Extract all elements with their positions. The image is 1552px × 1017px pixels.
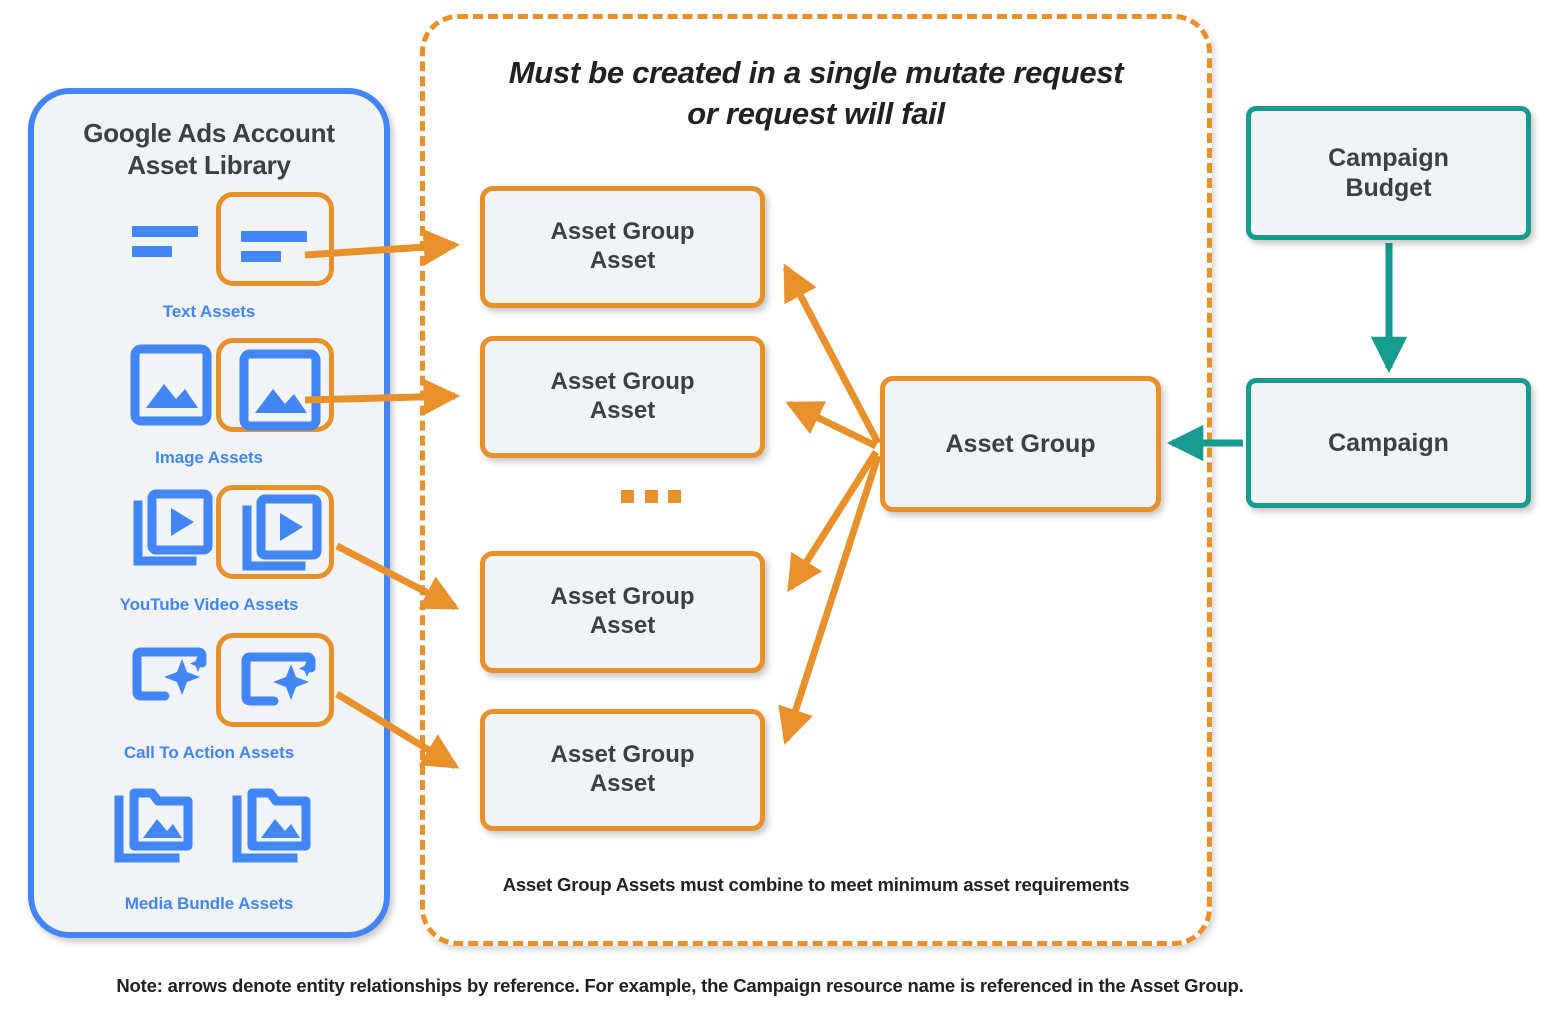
asset-group-asset-box-4[interactable]: Asset Group Asset [480, 709, 765, 831]
campaign-budget-label: Campaign Budget [1328, 143, 1449, 203]
youtube-video-asset-icon [133, 489, 213, 566]
youtube-video-asset-selected-frame [216, 485, 334, 579]
text-asset-selected-frame [216, 192, 334, 286]
image-asset-selected-frame [216, 338, 334, 432]
image-asset-icon-boxed [239, 349, 321, 431]
asset-group-asset-box-2[interactable]: Asset Group Asset [480, 336, 765, 458]
asset-group-asset-box-3[interactable]: Asset Group Asset [480, 551, 765, 673]
youtube-video-asset-icon-boxed [242, 494, 322, 571]
asset-label-image: Image Assets [155, 448, 263, 467]
aga-line1-3: Asset Group [550, 583, 695, 611]
asset-group-label: Asset Group [945, 430, 1096, 458]
asset-row-media-bundle: Media Bundle Assets [34, 786, 384, 913]
campaign-label: Campaign [1328, 429, 1449, 457]
asset-group-asset-label-2: Asset Group Asset [550, 368, 694, 426]
mutate-request-title-line1: Must be created in a single mutate reque… [508, 55, 1124, 90]
mutate-request-title-line2: or request will fail [687, 96, 945, 132]
campaign-budget-box[interactable]: Campaign Budget [1246, 106, 1531, 240]
asset-label-call-to-action: Call To Action Assets [123, 743, 295, 762]
asset-row-youtube-video: YouTube Video Assets [34, 485, 384, 614]
asset-library-title-line1: Google Ads Account [83, 118, 335, 148]
call-to-action-asset-selected-frame [216, 633, 334, 727]
asset-library-panel: Google Ads Account Asset Library Text As… [28, 88, 390, 938]
asset-row-image: Image Assets [34, 338, 384, 467]
asset-group-asset-label-3: Asset Group Asset [550, 583, 694, 641]
text-asset-icon [132, 226, 198, 257]
aga-line2-1: Asset [589, 247, 656, 274]
mutate-request-title: Must be created in a single mutate reque… [440, 52, 1192, 134]
campaign-box[interactable]: Campaign [1246, 378, 1531, 508]
campaign-budget-line2: Budget [1345, 174, 1432, 202]
asset-library-title-line2: Asset Library [127, 149, 291, 180]
asset-library-title: Google Ads Account Asset Library [34, 118, 384, 181]
ellipsis-dot-1 [621, 489, 634, 503]
asset-row-call-to-action: Call To Action Assets [34, 633, 384, 762]
mutate-request-container [420, 14, 1212, 946]
footer-note: Note: arrows denote entity relationships… [116, 975, 1244, 996]
aga-line1-1: Asset Group [550, 218, 695, 246]
campaign-budget-line1: Campaign [1328, 144, 1449, 172]
call-to-action-asset-icon-boxed [241, 652, 316, 706]
asset-group-asset-box-1[interactable]: Asset Group Asset [480, 186, 765, 308]
mutate-request-footnote: Asset Group Assets must combine to meet … [502, 874, 1130, 895]
asset-label-youtube-video: YouTube Video Assets [119, 595, 299, 614]
asset-group-box[interactable]: Asset Group [880, 376, 1161, 512]
asset-group-asset-label-1: Asset Group Asset [550, 218, 694, 276]
ellipsis-dot-3 [668, 489, 681, 503]
media-bundle-asset-icon-2 [232, 788, 311, 863]
aga-line1-2: Asset Group [550, 368, 695, 396]
ellipsis-dot-2 [644, 489, 658, 503]
ellipsis-indicator [621, 489, 681, 503]
aga-line2-2: Asset [589, 397, 656, 424]
aga-line2-3: Asset [589, 612, 656, 639]
asset-label-text: Text Assets [162, 302, 256, 321]
text-asset-icon-boxed [241, 231, 307, 262]
aga-line1-4: Asset Group [550, 741, 695, 769]
aga-line2-4: Asset [589, 770, 656, 797]
asset-label-media-bundle: Media Bundle Assets [124, 894, 294, 913]
call-to-action-asset-icon [132, 647, 207, 701]
image-asset-icon [130, 344, 212, 426]
media-bundle-asset-icon [114, 788, 193, 863]
asset-row-text: Text Assets [34, 192, 384, 321]
asset-group-asset-label-4: Asset Group Asset [550, 741, 694, 799]
